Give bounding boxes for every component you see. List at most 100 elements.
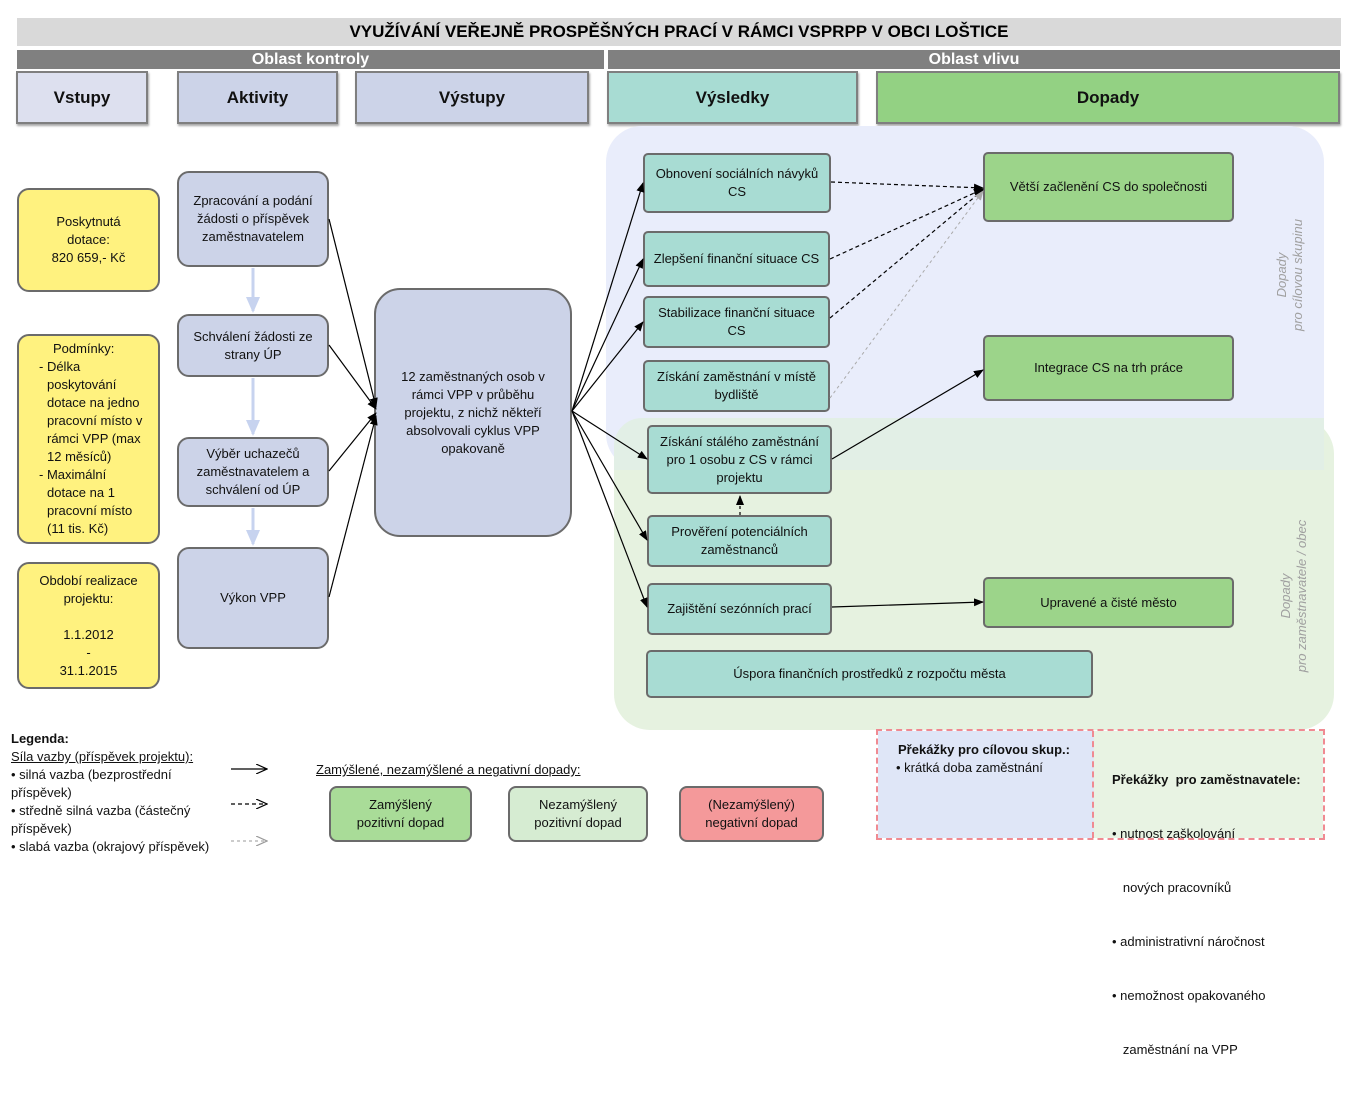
arrow-output-r7: [571, 410, 648, 608]
arrow-r4-i1: [829, 190, 984, 399]
arrow-output-r3: [571, 321, 644, 412]
activity-approval-label: Schválení žádosti ze strany ÚP: [193, 328, 313, 362]
impact-social-inclusion-label: Větší začlenění CS do společnosti: [1009, 179, 1208, 194]
impact-clean-town-label: Upravené a čisté město: [1040, 594, 1177, 610]
result-social-habits-label: Obnovení sociálních návyků CS: [655, 166, 819, 199]
input-subsidy-line-2: dotace:: [67, 232, 110, 247]
column-activities: Aktivity: [177, 71, 338, 124]
period-line-1: projektu:: [63, 590, 114, 606]
legend-weak: • slabá vazba (okrajový příspěvek): [11, 839, 210, 854]
input-conditions: Podmínky: - Délka poskytování dotace na …: [17, 334, 160, 544]
obstacles-employer-item-5: zaměstnání na VPP: [1112, 1042, 1238, 1057]
activity-to-output-arrows: [328, 218, 378, 598]
output-label: 12 zaměstnaných osob v rámci VPP v průbě…: [401, 368, 545, 456]
column-results: Výsledky: [607, 71, 858, 124]
title-band: VYUŽÍVÁNÍ VEŘEJNĚ PROSPĚŠNÝCH PRACÍ V RÁ…: [17, 18, 1341, 46]
conditions-line-0: Podmínky:: [52, 341, 115, 356]
connectors: [231, 181, 984, 857]
arrow-r1-i1: [830, 181, 984, 192]
legend-strong-1: • silná vazba (bezprostřední: [11, 767, 172, 782]
result-financial-stabilization-label: Stabilizace finanční situace CS: [658, 305, 815, 338]
obstacles-employer-item-3: • administrativní náročnost: [1112, 934, 1265, 949]
activity-application: Zpracování a podání žádosti o příspěvek …: [177, 171, 329, 267]
result-seasonal-work-label: Zajištění sezónních prací: [667, 601, 812, 616]
activity-application-label: Zpracování a podání žádosti o příspěvek …: [193, 193, 313, 244]
arrow-r5-i2: [831, 369, 984, 460]
result-local-employment: Získání zaměstnání v místě bydliště: [643, 360, 830, 412]
arrow-r2-i1: [829, 188, 984, 260]
column-inputs-label: Vstupy: [53, 87, 111, 107]
activity-approval: Schválení žádosti ze strany ÚP: [177, 314, 329, 377]
legend-impacts-title: Zamýšlené, nezamýšlené a negativní dopad…: [316, 762, 581, 777]
input-period: Období realizace projektu: 1.1.2012 - 31…: [17, 562, 160, 689]
column-outputs: Výstupy: [355, 71, 589, 124]
result-financial-improvement: Zlepšení finanční situace CS: [643, 231, 830, 287]
impact-social-inclusion: Větší začlenění CS do společnosti: [983, 152, 1234, 222]
input-subsidy-line-1: Poskytnutá: [56, 214, 121, 229]
conditions-line-2: poskytování: [47, 377, 117, 392]
legend-title: Legenda:: [11, 731, 69, 746]
legend-negative-2: negativní dopad: [705, 815, 798, 830]
obstacles-group-title: Překážky pro cílovou skup.:: [898, 742, 1070, 757]
arrow-a1-output: [328, 218, 378, 408]
result-employee-verification: Prověření potenciálních zaměstnanců: [647, 515, 832, 567]
column-results-label: Výsledky: [695, 87, 770, 107]
legend-negative-1: (Nezamýšlený): [708, 797, 795, 812]
legend-unintended-1: Nezamýšlený: [538, 797, 617, 812]
legend-subtitle: Síla vazby (příspěvek projektu):: [11, 749, 194, 764]
result-social-habits: Obnovení sociálních návyků CS: [643, 153, 831, 213]
legend-unintended-2: pozitivní dopad: [534, 815, 622, 830]
period-line-3: 1.1.2012: [63, 626, 114, 642]
obstacles-box: Překážky pro cílovou skup.: • krátká dob…: [876, 729, 1325, 1057]
activity-selection: Výběr uchazečů zaměstnavatelem a schvále…: [177, 437, 329, 507]
arrow-a3-output: [328, 412, 377, 472]
column-impacts-label: Dopady: [1076, 87, 1140, 107]
results-to-impacts-arrows: [829, 181, 984, 608]
output-employed-persons: 12 zaměstnaných osob v rámci VPP v průbě…: [374, 288, 572, 537]
section-influence: Oblast vlivu: [608, 50, 1340, 69]
arrow-r3-i1: [829, 189, 984, 319]
activity-selection-label: Výběr uchazečů zaměstnavatelem a schvále…: [196, 446, 310, 497]
arrow-r7-i3: [831, 598, 984, 608]
legend-strong-2: příspěvek): [11, 785, 72, 800]
period-line-4: -: [86, 644, 91, 660]
arrow-a4-output: [328, 415, 378, 598]
result-financial-stabilization: Stabilizace finanční situace CS: [643, 296, 830, 348]
obstacles-employer-item-1: • nutnost zaškolování: [1112, 826, 1236, 841]
column-activities-label: Aktivity: [226, 87, 289, 107]
column-outputs-label: Výstupy: [438, 87, 506, 107]
conditions-line-1: - Délka: [39, 359, 81, 374]
legend-negative: (Nezamýšlený) negativní dopad: [679, 786, 824, 842]
period-line-5: 31.1.2015: [59, 662, 118, 678]
conditions-line-7: - Maximální: [39, 467, 107, 482]
result-budget-savings-label: Úspora finančních prostředků z rozpočtu …: [733, 666, 1006, 681]
result-permanent-employment-label: Získání stálého zaměstnání pro 1 osobu z…: [660, 433, 819, 485]
impact-labour-market-label: Integrace CS na trh práce: [1034, 360, 1183, 375]
obstacles-employer-item-4: • nemožnost opakovaného: [1112, 988, 1266, 1003]
obstacles-employer: Překážky pro zaměstnavatele: • nutnost z…: [1094, 731, 1323, 1057]
period-line-0: Období realizace: [39, 572, 138, 588]
column-inputs: Vstupy: [16, 71, 148, 124]
result-permanent-employment: Získání stálého zaměstnání pro 1 osobu z…: [647, 425, 832, 494]
legend: Legenda: Síla vazby (příspěvek projektu)…: [11, 730, 233, 856]
obstacles-employer-item-2: nových pracovníků: [1112, 880, 1232, 895]
arrow-output-r1: [571, 182, 645, 412]
conditions-line-4: pracovní místo v: [47, 413, 143, 428]
result-employee-verification-label: Prověření potenciálních zaměstnanců: [671, 524, 808, 557]
input-subsidy: Poskytnutá dotace: 820 659,- Kč: [17, 188, 160, 292]
arrow-output-r2: [571, 258, 644, 412]
result-seasonal-work: Zajištění sezónních prací: [647, 583, 832, 635]
arrow-output-r6: [571, 410, 648, 541]
obstacles-target-group: Překážky pro cílovou skup.: • krátká dob…: [878, 731, 1094, 838]
activity-execution: Výkon VPP: [177, 547, 329, 649]
legend-arrows: [231, 769, 267, 841]
conditions-line-9: pracovní místo: [47, 503, 133, 518]
impact-clean-town: Upravené a čisté město: [983, 577, 1234, 628]
legend-intended-1: Zamýšlený: [369, 797, 432, 812]
input-subsidy-line-3: 820 659,- Kč: [51, 250, 126, 265]
obstacles-employer-title: Překážky pro zaměstnavatele:: [1112, 772, 1301, 787]
legend-intended: Zamýšlený pozitivní dopad: [329, 786, 472, 842]
arrow-output-r5: [571, 410, 648, 460]
conditions-line-10: (11 tis. Kč): [47, 521, 109, 536]
legend-intended-2: pozitivní dopad: [356, 815, 445, 830]
